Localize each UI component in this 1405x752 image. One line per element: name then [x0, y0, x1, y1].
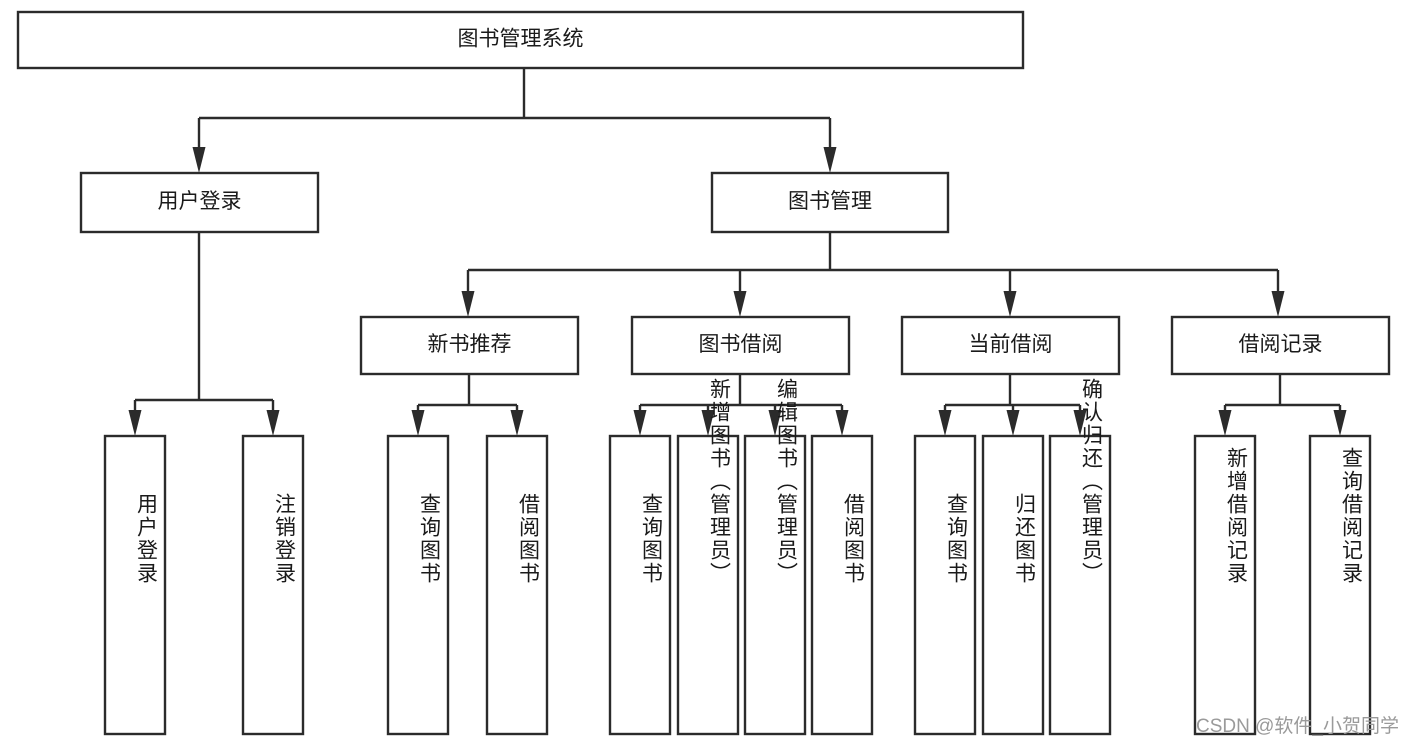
node-leaf-edit-book-box[interactable]	[743, 434, 807, 736]
node-leaf-query-book-2-box[interactable]	[608, 434, 672, 736]
node-leaf-return-book-box[interactable]	[981, 434, 1045, 736]
node-root[interactable]: 图书管理系统	[16, 10, 1025, 70]
node-new-book-recommend[interactable]: 新书推荐	[359, 315, 580, 376]
node-book-borrow[interactable]: 图书借阅	[630, 315, 851, 376]
node-leaf-confirm-return[interactable]: 确认归还（管理员）	[1048, 378, 1112, 736]
node-leaf-add-record-box[interactable]	[1193, 434, 1257, 736]
node-leaf-add-record-label: 新增借阅记录	[1224, 447, 1248, 585]
node-book-manage-box[interactable]	[710, 171, 950, 234]
connector-current-borrow	[938, 374, 1087, 436]
connector-new-book-recommend	[411, 374, 524, 436]
node-leaf-edit-book-label: 编辑图书（管理员）	[774, 378, 798, 585]
node-leaf-query-record-box[interactable]	[1308, 434, 1372, 736]
node-leaf-borrow-book-1-label: 借阅图书	[516, 493, 540, 585]
node-user-login[interactable]: 用户登录	[79, 171, 320, 234]
connector-root	[192, 68, 837, 173]
node-leaf-query-record[interactable]: 查询借阅记录	[1308, 434, 1372, 736]
node-leaf-borrow-book-2-box[interactable]	[810, 434, 874, 736]
node-leaf-query-book-3-box[interactable]	[913, 434, 977, 736]
connector-book-manage	[461, 232, 1285, 317]
csdn-watermark: CSDN @软件_小贺同学	[1196, 715, 1399, 737]
node-leaf-query-record-label: 查询借阅记录	[1339, 447, 1363, 585]
node-leaf-add-book-box[interactable]	[676, 434, 740, 736]
node-leaf-query-book-3[interactable]: 查询图书	[913, 434, 977, 736]
node-current-borrow[interactable]: 当前借阅	[900, 315, 1121, 376]
node-leaf-add-record[interactable]: 新增借阅记录	[1193, 434, 1257, 736]
node-new-book-recommend-label: 新书推荐	[428, 333, 512, 356]
node-leaf-confirm-return-label: 确认归还（管理员）	[1079, 378, 1103, 585]
node-book-manage[interactable]: 图书管理	[710, 171, 950, 234]
node-book-borrow-box[interactable]	[630, 315, 851, 376]
node-new-book-recommend-box[interactable]	[359, 315, 580, 376]
node-leaf-user-login-label: 用户登录	[134, 493, 158, 585]
connector-layer	[128, 68, 1347, 436]
node-leaf-logout[interactable]: 注销登录	[241, 434, 305, 736]
connector-book-borrow	[633, 374, 849, 436]
node-user-login-label: 用户登录	[158, 190, 242, 213]
node-leaf-edit-book[interactable]: 编辑图书（管理员）	[743, 378, 807, 736]
node-borrow-record-box[interactable]	[1170, 315, 1391, 376]
node-layer: 图书管理系统用户登录图书管理新书推荐图书借阅当前借阅借阅记录用户登录注销登录查询…	[16, 10, 1391, 736]
node-leaf-query-book-2-label: 查询图书	[639, 493, 663, 585]
node-leaf-add-book[interactable]: 新增图书（管理员）	[676, 378, 740, 736]
node-user-login-box[interactable]	[79, 171, 320, 234]
node-book-manage-label: 图书管理	[788, 190, 872, 213]
node-root-box[interactable]	[16, 10, 1025, 70]
node-current-borrow-box[interactable]	[900, 315, 1121, 376]
node-leaf-query-book-3-label: 查询图书	[944, 493, 968, 585]
node-leaf-borrow-book-1-box[interactable]	[485, 434, 549, 736]
node-leaf-borrow-book-1[interactable]: 借阅图书	[485, 434, 549, 736]
node-leaf-return-book[interactable]: 归还图书	[981, 434, 1045, 736]
node-leaf-logout-box[interactable]	[241, 434, 305, 736]
node-leaf-confirm-return-box[interactable]	[1048, 434, 1112, 736]
node-leaf-add-book-label: 新增图书（管理员）	[707, 378, 731, 585]
node-leaf-logout-label: 注销登录	[272, 493, 296, 585]
node-borrow-record-label: 借阅记录	[1239, 333, 1323, 356]
node-borrow-record[interactable]: 借阅记录	[1170, 315, 1391, 376]
node-current-borrow-label: 当前借阅	[969, 333, 1053, 356]
node-root-label: 图书管理系统	[458, 28, 584, 51]
node-leaf-user-login[interactable]: 用户登录	[103, 434, 167, 736]
node-book-borrow-label: 图书借阅	[699, 333, 783, 356]
connector-borrow-record	[1218, 374, 1347, 436]
connector-user-login	[128, 232, 280, 436]
node-leaf-query-book-1-box[interactable]	[386, 434, 450, 736]
node-leaf-user-login-box[interactable]	[103, 434, 167, 736]
node-leaf-query-book-2[interactable]: 查询图书	[608, 434, 672, 736]
node-leaf-borrow-book-2-label: 借阅图书	[841, 493, 865, 585]
node-leaf-query-book-1[interactable]: 查询图书	[386, 434, 450, 736]
node-leaf-return-book-label: 归还图书	[1012, 493, 1036, 585]
node-leaf-query-book-1-label: 查询图书	[417, 493, 441, 585]
node-leaf-borrow-book-2[interactable]: 借阅图书	[810, 434, 874, 736]
